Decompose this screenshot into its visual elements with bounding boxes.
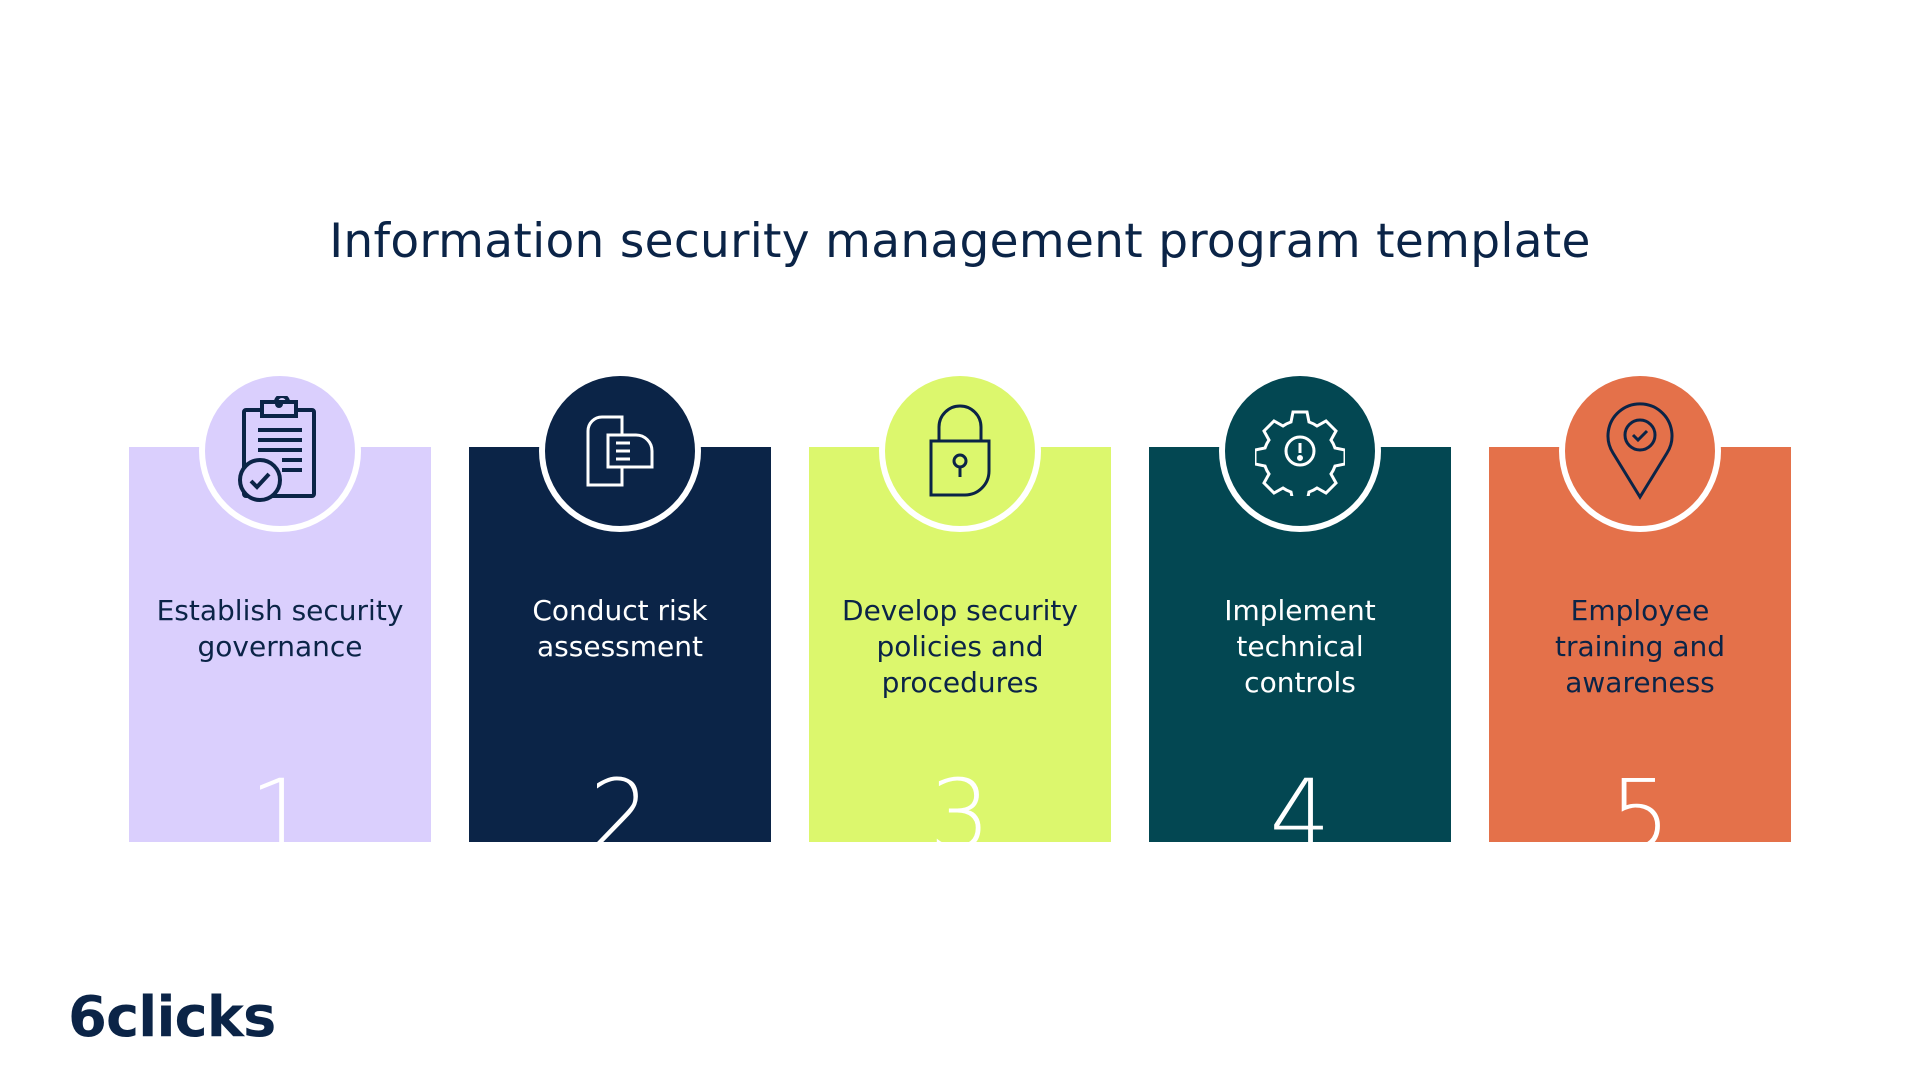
- brand-logo: 6clicks: [68, 985, 276, 1050]
- step-icon-circle-4: [1219, 370, 1381, 532]
- step-label-1: Establish security governance: [156, 594, 404, 663]
- page-title: Information security management program …: [329, 214, 1591, 269]
- step-icon-circle-2: [539, 370, 701, 532]
- padlock-icon: [929, 404, 991, 497]
- location-check-icon: [1606, 402, 1674, 500]
- clipboard-check-icon: [238, 396, 316, 502]
- step-number: 4: [1269, 759, 1331, 842]
- step-icon-circle-1: [199, 370, 361, 532]
- step-number: 1: [249, 759, 311, 842]
- step-number: 5: [1609, 759, 1671, 842]
- step-number: 3: [929, 759, 991, 842]
- step-number: 2: [589, 759, 651, 842]
- step-label-5: Employee training and awareness: [1554, 594, 1726, 699]
- step-icon-circle-3: [879, 370, 1041, 532]
- step-label-3: Develop security policies and procedures: [842, 594, 1078, 699]
- step-label-4: Implement technical controls: [1224, 594, 1376, 699]
- gear-alert-icon: [1255, 410, 1345, 496]
- documents-icon: [586, 415, 654, 487]
- step-icon-circle-5: [1559, 370, 1721, 532]
- step-label-2: Conduct risk assessment: [532, 594, 708, 663]
